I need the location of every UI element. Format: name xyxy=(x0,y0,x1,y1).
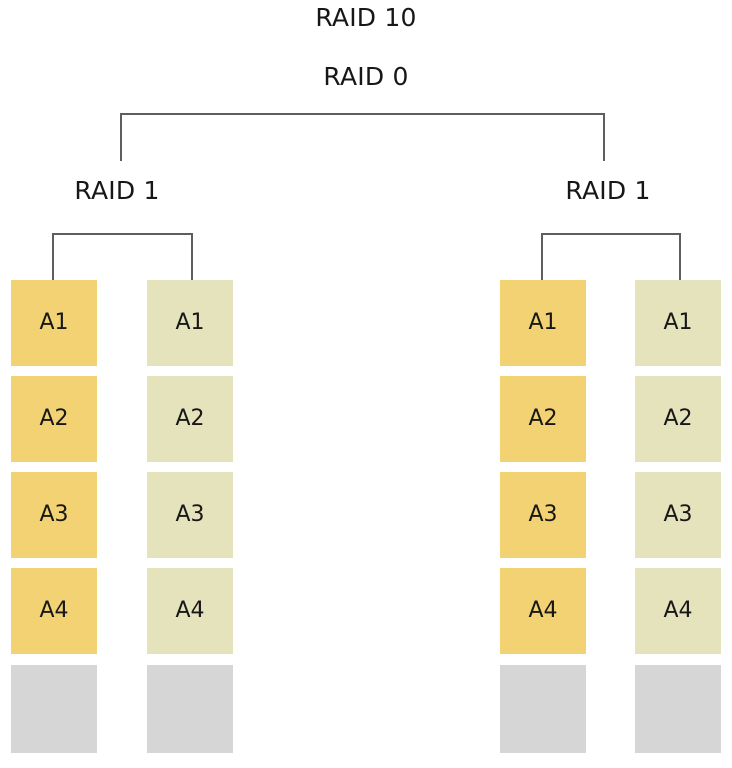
disk-block: A3 xyxy=(500,472,586,558)
disk-block: A1 xyxy=(500,280,586,366)
connector-raid1-left-bracket xyxy=(52,233,193,281)
disk-block: A2 xyxy=(500,376,586,462)
disk-block: A4 xyxy=(635,568,721,654)
connector-raid0-bracket xyxy=(120,113,605,161)
disk-block: A3 xyxy=(635,472,721,558)
disk-block: A2 xyxy=(11,376,97,462)
diagram-title-raid10: RAID 10 xyxy=(315,3,417,32)
disk-block: A4 xyxy=(500,568,586,654)
disk-block: A3 xyxy=(11,472,97,558)
stripe-label-raid0: RAID 0 xyxy=(323,62,409,91)
disk-block-empty xyxy=(635,665,721,753)
disk-block-empty xyxy=(500,665,586,753)
disk-block-empty xyxy=(147,665,233,753)
disk-block: A2 xyxy=(635,376,721,462)
disk-block: A1 xyxy=(11,280,97,366)
mirror-label-raid1-right: RAID 1 xyxy=(565,176,651,205)
disk-block: A1 xyxy=(147,280,233,366)
disk-block: A2 xyxy=(147,376,233,462)
disk-block: A4 xyxy=(147,568,233,654)
mirror-label-raid1-left: RAID 1 xyxy=(74,176,160,205)
disk-block: A1 xyxy=(635,280,721,366)
disk-block-empty xyxy=(11,665,97,753)
disk-block: A4 xyxy=(11,568,97,654)
connector-raid1-right-bracket xyxy=(541,233,681,281)
disk-block: A3 xyxy=(147,472,233,558)
